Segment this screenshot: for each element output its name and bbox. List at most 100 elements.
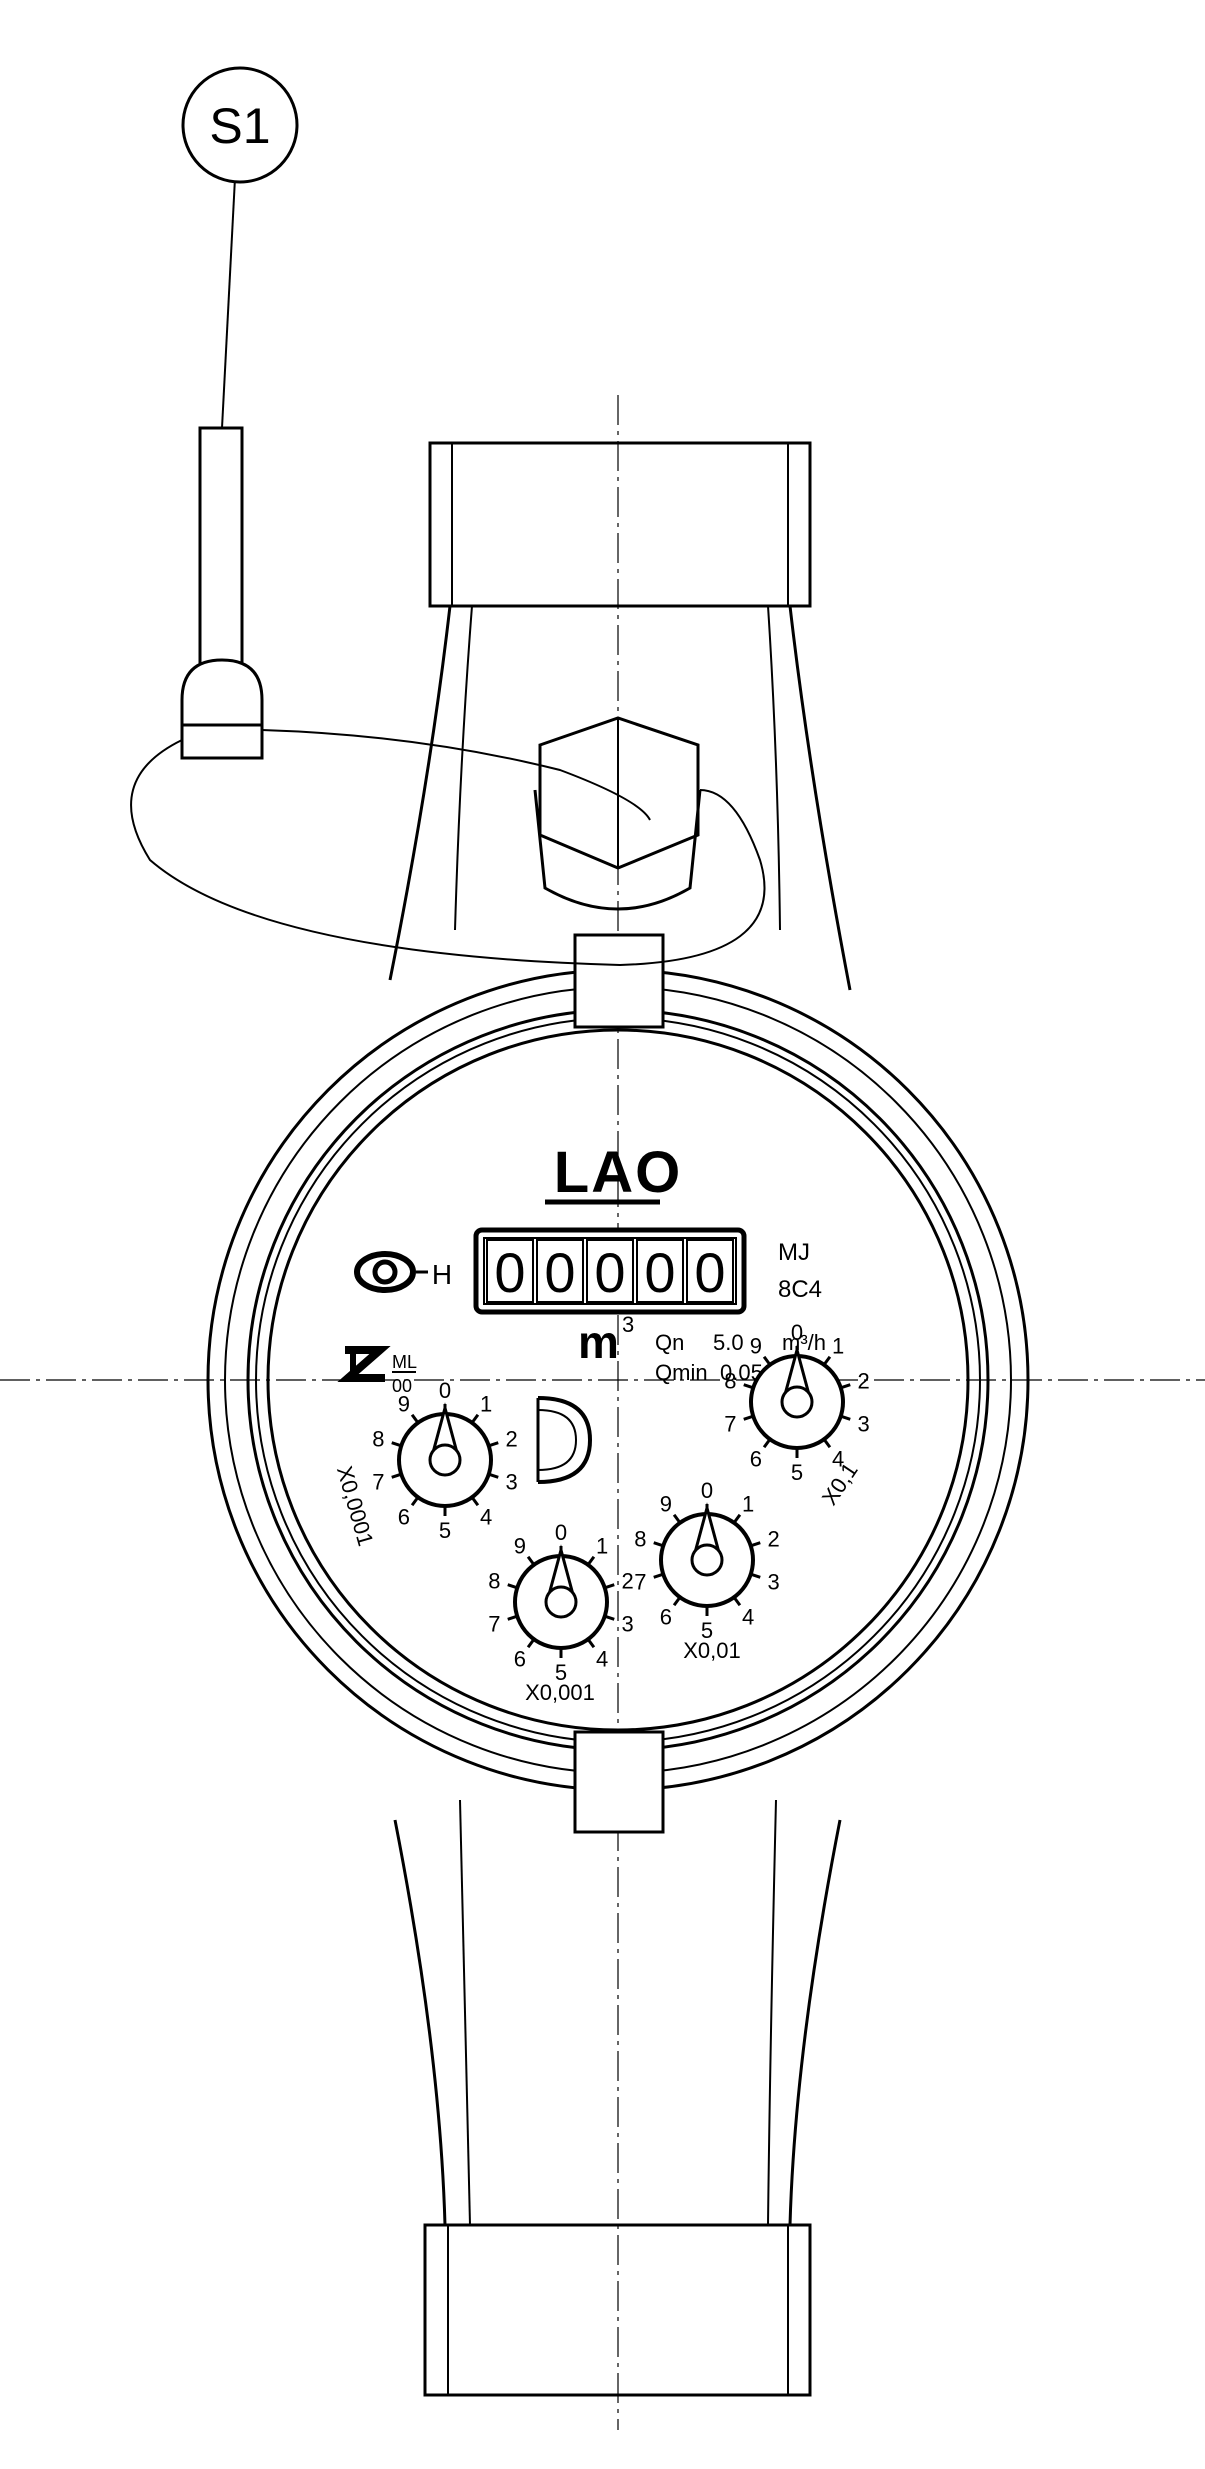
dial-tick <box>526 1555 536 1566</box>
dial-tick-label: 7 <box>488 1612 500 1637</box>
mark-code-top: ML <box>392 1352 417 1372</box>
dial-tick-label: 8 <box>634 1526 646 1551</box>
dial-tick-label: 0 <box>555 1520 567 1545</box>
dial-tick <box>391 1472 402 1479</box>
callout-circle <box>181 66 299 184</box>
dial-tick-label: 0 <box>791 1320 803 1345</box>
dial-tick-label: 2 <box>621 1568 633 1593</box>
dial-tick-label: 5 <box>439 1518 451 1543</box>
dial-tick <box>488 1472 499 1479</box>
dial-tick <box>586 1638 596 1649</box>
flow-indicator-icon <box>536 1396 593 1484</box>
dial-tick <box>743 1383 754 1390</box>
dial-tick-label: 6 <box>660 1605 672 1630</box>
dial-tick-label: 6 <box>514 1647 526 1672</box>
dial-multiplier-label: X0,1 <box>817 1458 863 1510</box>
dial-tick <box>822 1355 832 1366</box>
dial-tick-label: 3 <box>505 1470 517 1495</box>
counter-code-top: MJ <box>778 1239 810 1266</box>
dial-tick-label: 9 <box>398 1391 410 1416</box>
dial-tick-label: 0 <box>701 1478 713 1503</box>
qn-value: 5.0 <box>713 1330 744 1355</box>
dial-tick <box>586 1555 596 1566</box>
dial-multiplier-label: X0,001 <box>525 1680 595 1705</box>
top-connector-nut <box>428 441 812 608</box>
dial-tick <box>732 1513 742 1524</box>
dial-tick-label: 4 <box>742 1605 754 1630</box>
approval-mark-icon <box>354 1251 416 1293</box>
dial-tick <box>526 1638 536 1649</box>
counter-digit: 0 <box>594 1241 625 1304</box>
dial-tick-label: 8 <box>372 1426 384 1451</box>
digit-box <box>636 1239 684 1303</box>
dial-tick-label: 1 <box>742 1491 754 1516</box>
dial-tick-label: 1 <box>832 1333 844 1358</box>
dial-tick <box>470 1413 480 1424</box>
dial-tick <box>762 1438 772 1449</box>
dial-tick-label: 3 <box>767 1570 779 1595</box>
dial-tick <box>672 1513 682 1524</box>
antenna-probe <box>130 426 766 967</box>
dial-tick-label: 8 <box>488 1568 500 1593</box>
zigzag-mark-icon <box>337 1346 391 1382</box>
digit-box <box>486 1239 534 1303</box>
counter-digit: 0 <box>544 1241 575 1304</box>
brand-logo-text: LAO <box>554 1140 682 1205</box>
dial-tick <box>822 1438 832 1449</box>
counter-code-bottom: 8C4 <box>778 1276 822 1303</box>
dial-tick <box>488 1441 499 1448</box>
dial-tick-label: 3 <box>857 1412 869 1437</box>
counter-digit: 0 <box>494 1241 525 1304</box>
dial-tick <box>653 1541 664 1548</box>
dial-tick-label: 8 <box>724 1368 736 1393</box>
counter-digit: 0 <box>644 1241 675 1304</box>
dial-tick <box>604 1614 615 1621</box>
dial-tick <box>743 1414 754 1421</box>
dial-tick-label: 6 <box>398 1505 410 1530</box>
dial-tick <box>653 1572 664 1579</box>
dial-tick <box>762 1355 772 1366</box>
dial-tick <box>470 1496 480 1507</box>
dial-tick-label: 1 <box>480 1391 492 1416</box>
dial-tick <box>410 1496 420 1507</box>
dial-tick-label: 1 <box>596 1533 608 1558</box>
bottom-connector-nut <box>423 2223 812 2397</box>
dial-hub <box>780 1385 814 1419</box>
dial-multiplier-label: X0,01 <box>683 1638 741 1663</box>
callout-label: S1 <box>209 98 270 154</box>
dial-hub <box>690 1543 724 1577</box>
dial-tick-label: 6 <box>750 1447 762 1472</box>
brand-logo: LAO <box>545 1140 682 1205</box>
dial-tick <box>732 1596 742 1607</box>
dial-tick-label: 7 <box>372 1470 384 1495</box>
dial-tick <box>840 1414 851 1421</box>
hex-plug <box>533 716 702 911</box>
dial-tick <box>507 1614 518 1621</box>
digit-box <box>686 1239 734 1303</box>
dial-tick <box>750 1541 761 1548</box>
dial-tick-label: 2 <box>767 1526 779 1551</box>
dial-tick <box>672 1596 682 1607</box>
callout-s1: S1 <box>181 66 299 429</box>
dial-tick-label: 5 <box>701 1618 713 1643</box>
counter-digit: 0 <box>694 1241 725 1304</box>
metrology-mark: ML 00 <box>337 1346 417 1396</box>
dial-tick-label: 4 <box>480 1505 492 1530</box>
counter: H 0 0 0 0 0 MJ 8C4 <box>354 1227 822 1315</box>
dial-tick-label: 4 <box>832 1447 844 1472</box>
mark-code-bottom: 00 <box>392 1376 412 1396</box>
dial-tick-label: 5 <box>555 1660 567 1685</box>
dial-hub <box>428 1443 462 1477</box>
counter-prefix: H <box>432 1259 452 1290</box>
digit-box <box>536 1239 584 1303</box>
dial-tick <box>840 1383 851 1390</box>
qn-label: Qn <box>655 1330 684 1355</box>
dial-tick-label: 4 <box>596 1647 608 1672</box>
dial-tick-label: 2 <box>857 1368 869 1393</box>
dial-tick-label: 9 <box>514 1533 526 1558</box>
